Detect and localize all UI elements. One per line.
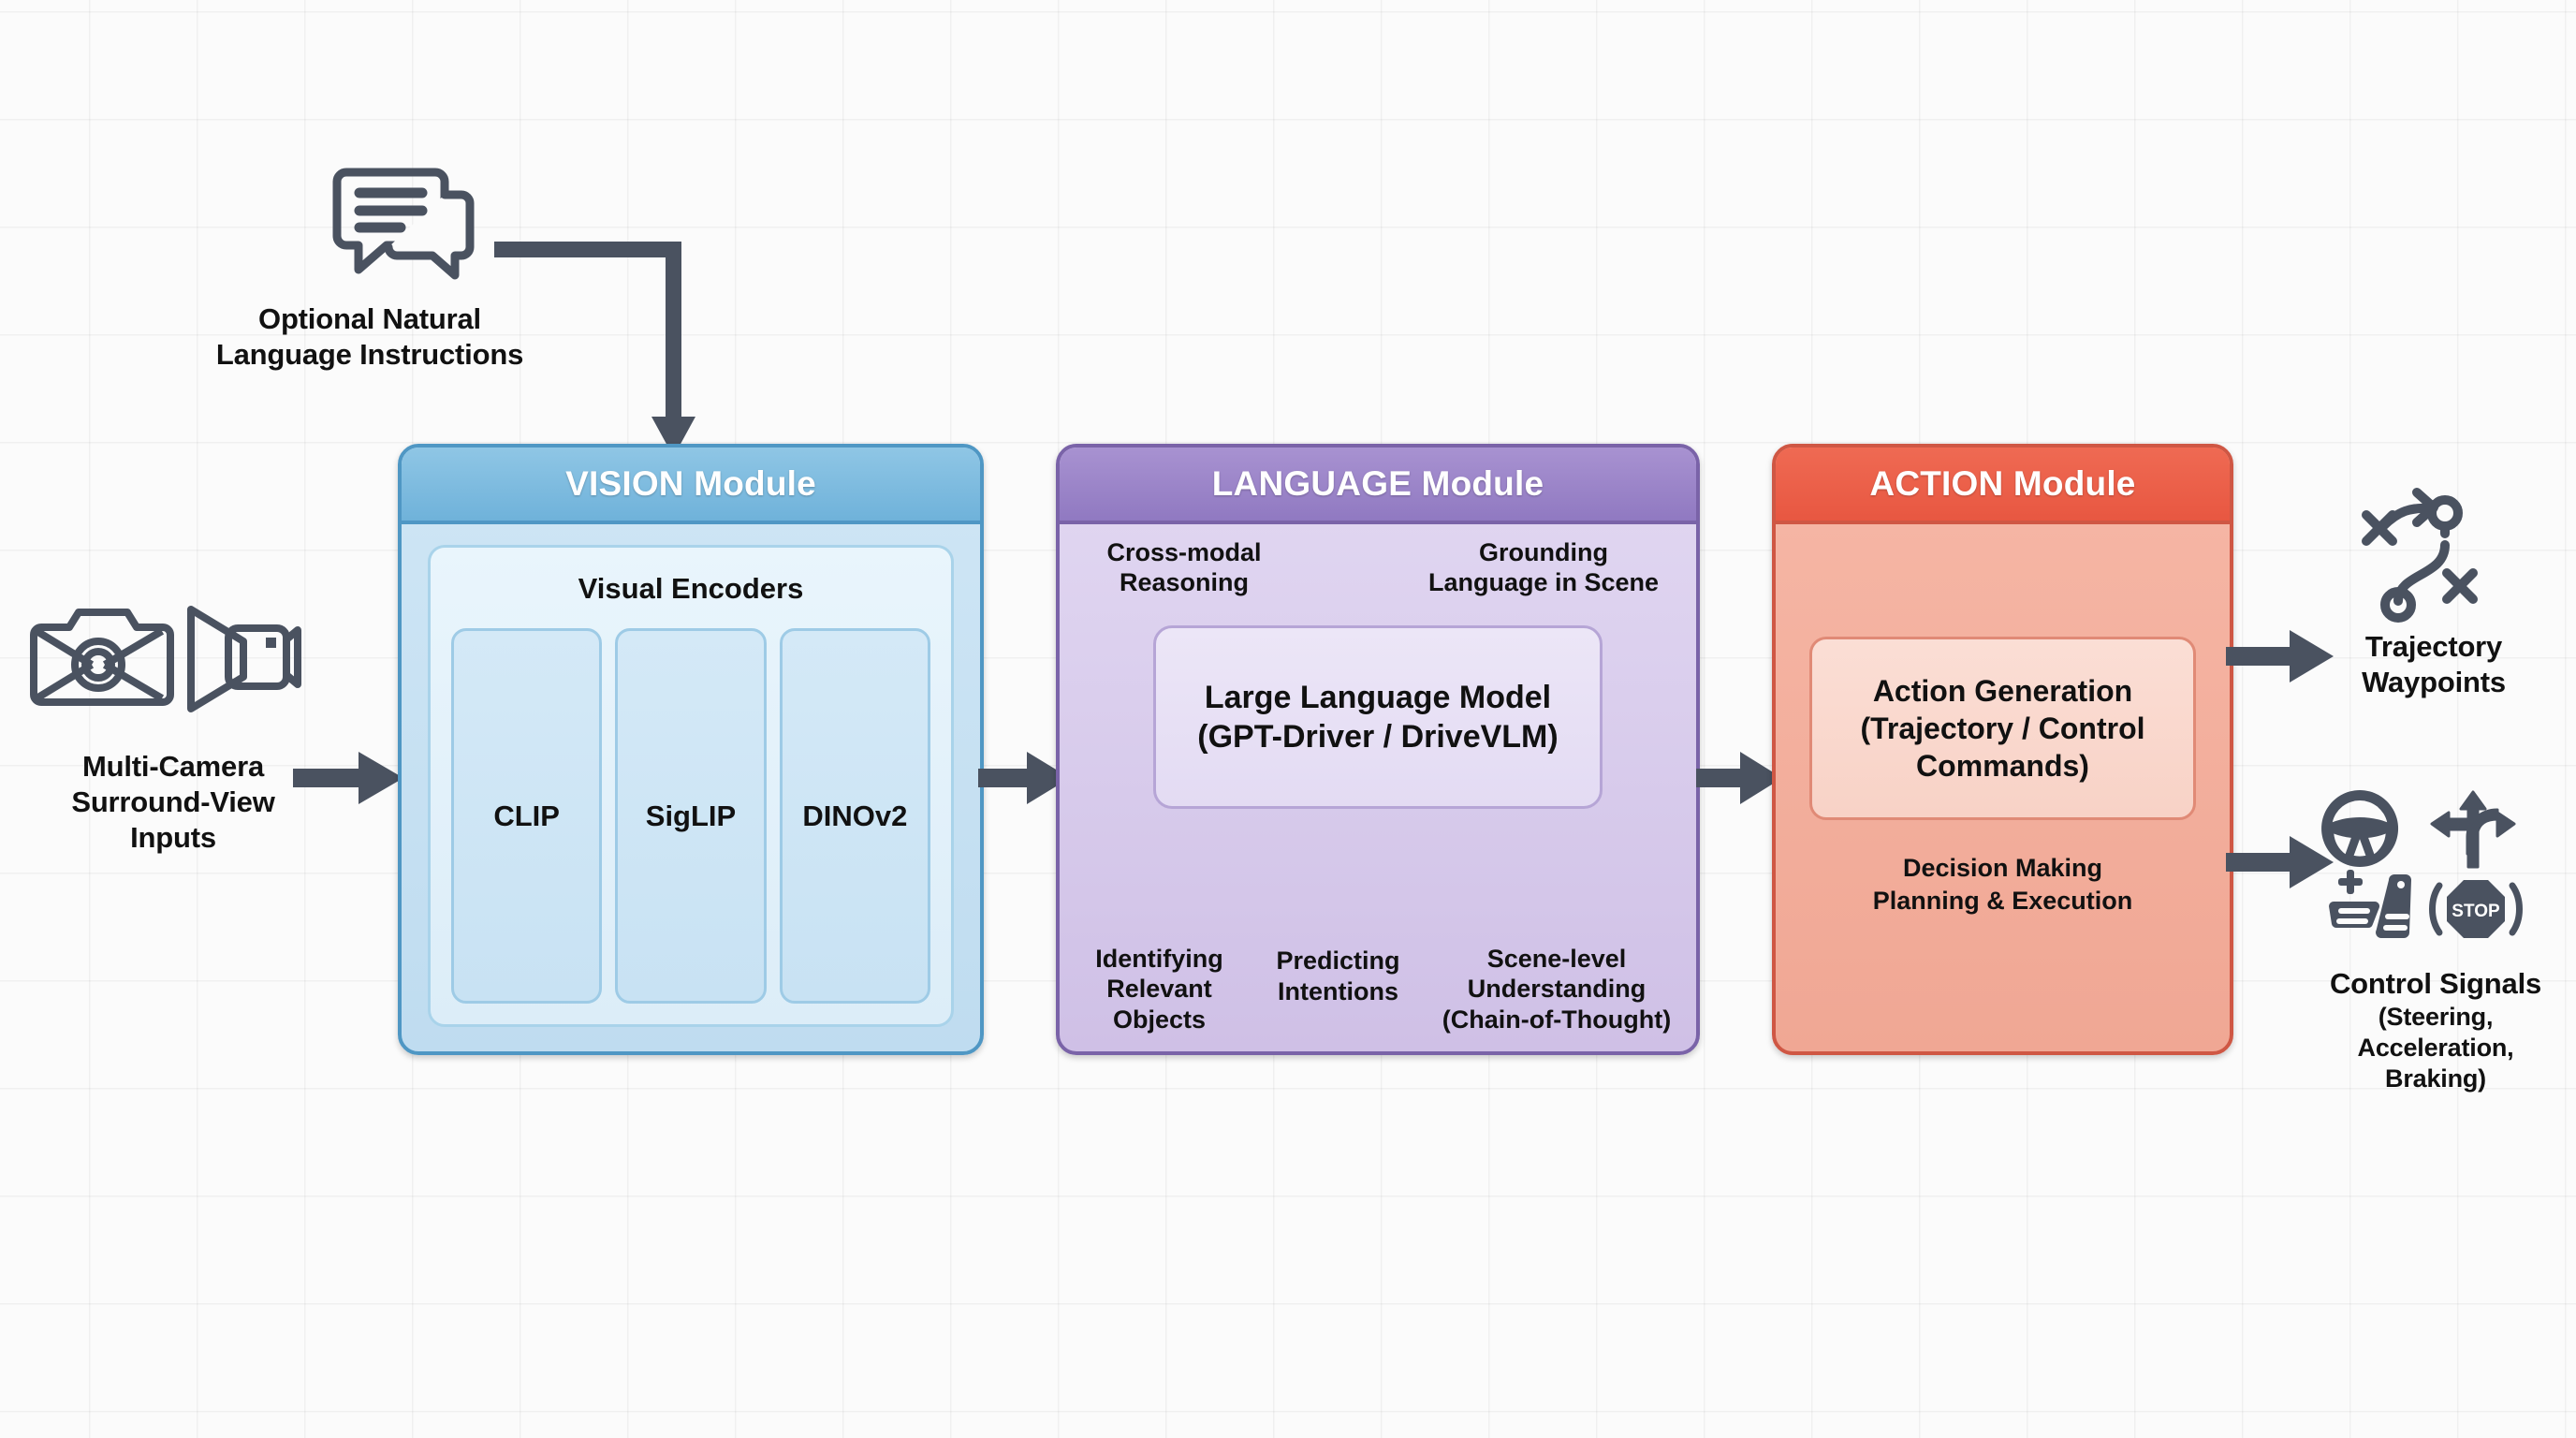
visual-encoders-title: Visual Encoders (578, 572, 804, 605)
instructions-to-vision-arrow (494, 242, 695, 457)
instructions-label: Optional Natural Language Instructions (168, 301, 571, 373)
action-generation-box[interactable]: Action Generation (Trajectory / Control … (1809, 637, 2196, 820)
cameras-label-line1: Multi-Camera (82, 750, 264, 783)
chat-bubbles-icon (328, 168, 477, 286)
action-gen-line2: (Trajectory / Control (1860, 712, 2145, 745)
three-way-arrows-icon (2428, 788, 2518, 871)
action-module[interactable]: ACTION Module Action Generation (Traject… (1772, 444, 2233, 1055)
encoder-clip[interactable]: CLIP (451, 628, 603, 1004)
trajectory-path-icon (2359, 487, 2490, 623)
large-language-model-box[interactable]: Large Language Model (GPT-Driver / Drive… (1153, 625, 1603, 809)
action-gen-line1: Action Generation (1872, 674, 2133, 708)
vision-module-title: VISION Module (402, 448, 980, 524)
vision-module[interactable]: VISION Module Visual Encoders CLIP SigLI… (398, 444, 984, 1055)
photo-camera-icon (28, 607, 174, 710)
trajectory-waypoints-label: Trajectory Waypoints (2312, 629, 2555, 700)
instructions-label-line2: Language Instructions (215, 337, 524, 371)
svg-text:STOP: STOP (2452, 902, 2500, 921)
action-subtext-line1: Decision Making (1902, 854, 2103, 882)
pedals-icon (2323, 870, 2417, 951)
language-to-action-arrow (1696, 752, 1782, 804)
label-identifying-relevant-objects: Identifying Relevant Objects (1095, 944, 1223, 1034)
cameras-label: Multi-Camera Surround-View Inputs (0, 749, 351, 855)
control-signals-label: Control Signals (Steering, Acceleration,… (2295, 966, 2576, 1094)
cameras-label-line3: Inputs (130, 820, 216, 854)
cameras-to-vision-arrow (293, 752, 403, 804)
visual-encoders-panel: Visual Encoders CLIP SigLIP DINOv2 (428, 545, 954, 1027)
video-camera-icon (185, 604, 302, 714)
instructions-label-line1: Optional Natural (258, 302, 481, 335)
llm-title-line2: (GPT-Driver / DriveVLM) (1197, 719, 1559, 755)
encoder-siglip[interactable]: SigLIP (615, 628, 767, 1004)
stop-brake-icon: STOP (2426, 874, 2525, 949)
control-label-line3: Acceleration, (2357, 1033, 2514, 1062)
control-label-line4: Braking) (2385, 1064, 2486, 1093)
trajectory-label-line2: Waypoints (2362, 665, 2506, 698)
action-module-title: ACTION Module (1776, 448, 2230, 524)
label-predicting-intentions: Predicting Intentions (1276, 946, 1400, 1005)
control-label-line2: (Steering, (2378, 1002, 2494, 1031)
action-subtext-line2: Planning & Execution (1872, 887, 2133, 916)
control-label-line1: Control Signals (2329, 967, 2542, 1000)
language-module[interactable]: LANGUAGE Module Cross-modal Reasoning Gr… (1056, 444, 1700, 1055)
action-to-trajectory-arrow (2226, 630, 2334, 682)
vision-to-language-arrow (978, 752, 1070, 804)
label-cross-modal-reasoning: Cross-modal Reasoning (1106, 538, 1262, 597)
label-scene-level-understanding: Scene-level Understanding (Chain-of-Thou… (1442, 944, 1672, 1034)
action-gen-line3: Commands) (1916, 749, 2089, 783)
encoder-dinov2[interactable]: DINOv2 (779, 628, 930, 1004)
action-to-control-arrow (2226, 836, 2334, 888)
cameras-label-line2: Surround-View (71, 785, 275, 818)
llm-title-line1: Large Language Model (1204, 679, 1552, 715)
language-module-title: LANGUAGE Module (1060, 448, 1696, 524)
trajectory-label-line1: Trajectory (2364, 630, 2503, 663)
steering-wheel-icon (2320, 788, 2400, 869)
action-subtext: Decision Making Planning & Execution (1776, 852, 2230, 917)
label-grounding-language-in-scene: Grounding Language in Scene (1427, 538, 1660, 597)
